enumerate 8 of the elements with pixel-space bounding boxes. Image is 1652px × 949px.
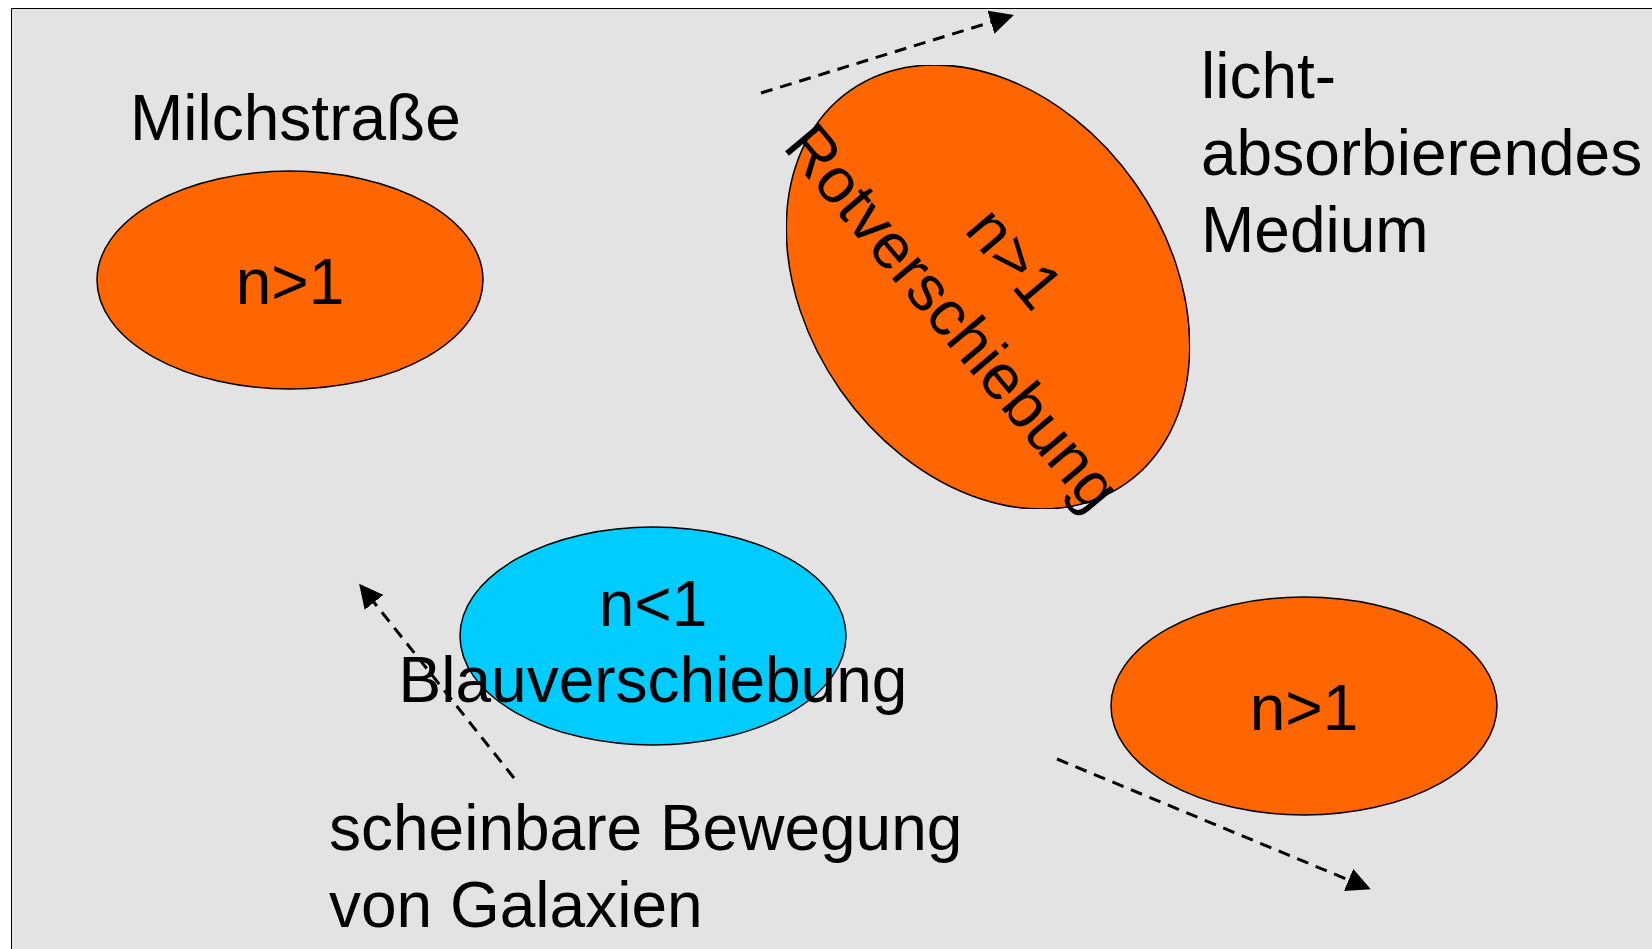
- ellipse-text: n<1: [598, 572, 708, 636]
- ellipse: [1110, 596, 1498, 816]
- ellipse: [96, 170, 484, 390]
- label-text: scheinbare Bewegung von Galaxien: [329, 791, 964, 943]
- ellipse-text: n>1: [1249, 676, 1359, 740]
- ellipse-text: n>1: [235, 250, 345, 314]
- label-text: licht- absorbierendes Medium: [1201, 39, 1644, 268]
- node-label: Milchstraße: [130, 86, 461, 150]
